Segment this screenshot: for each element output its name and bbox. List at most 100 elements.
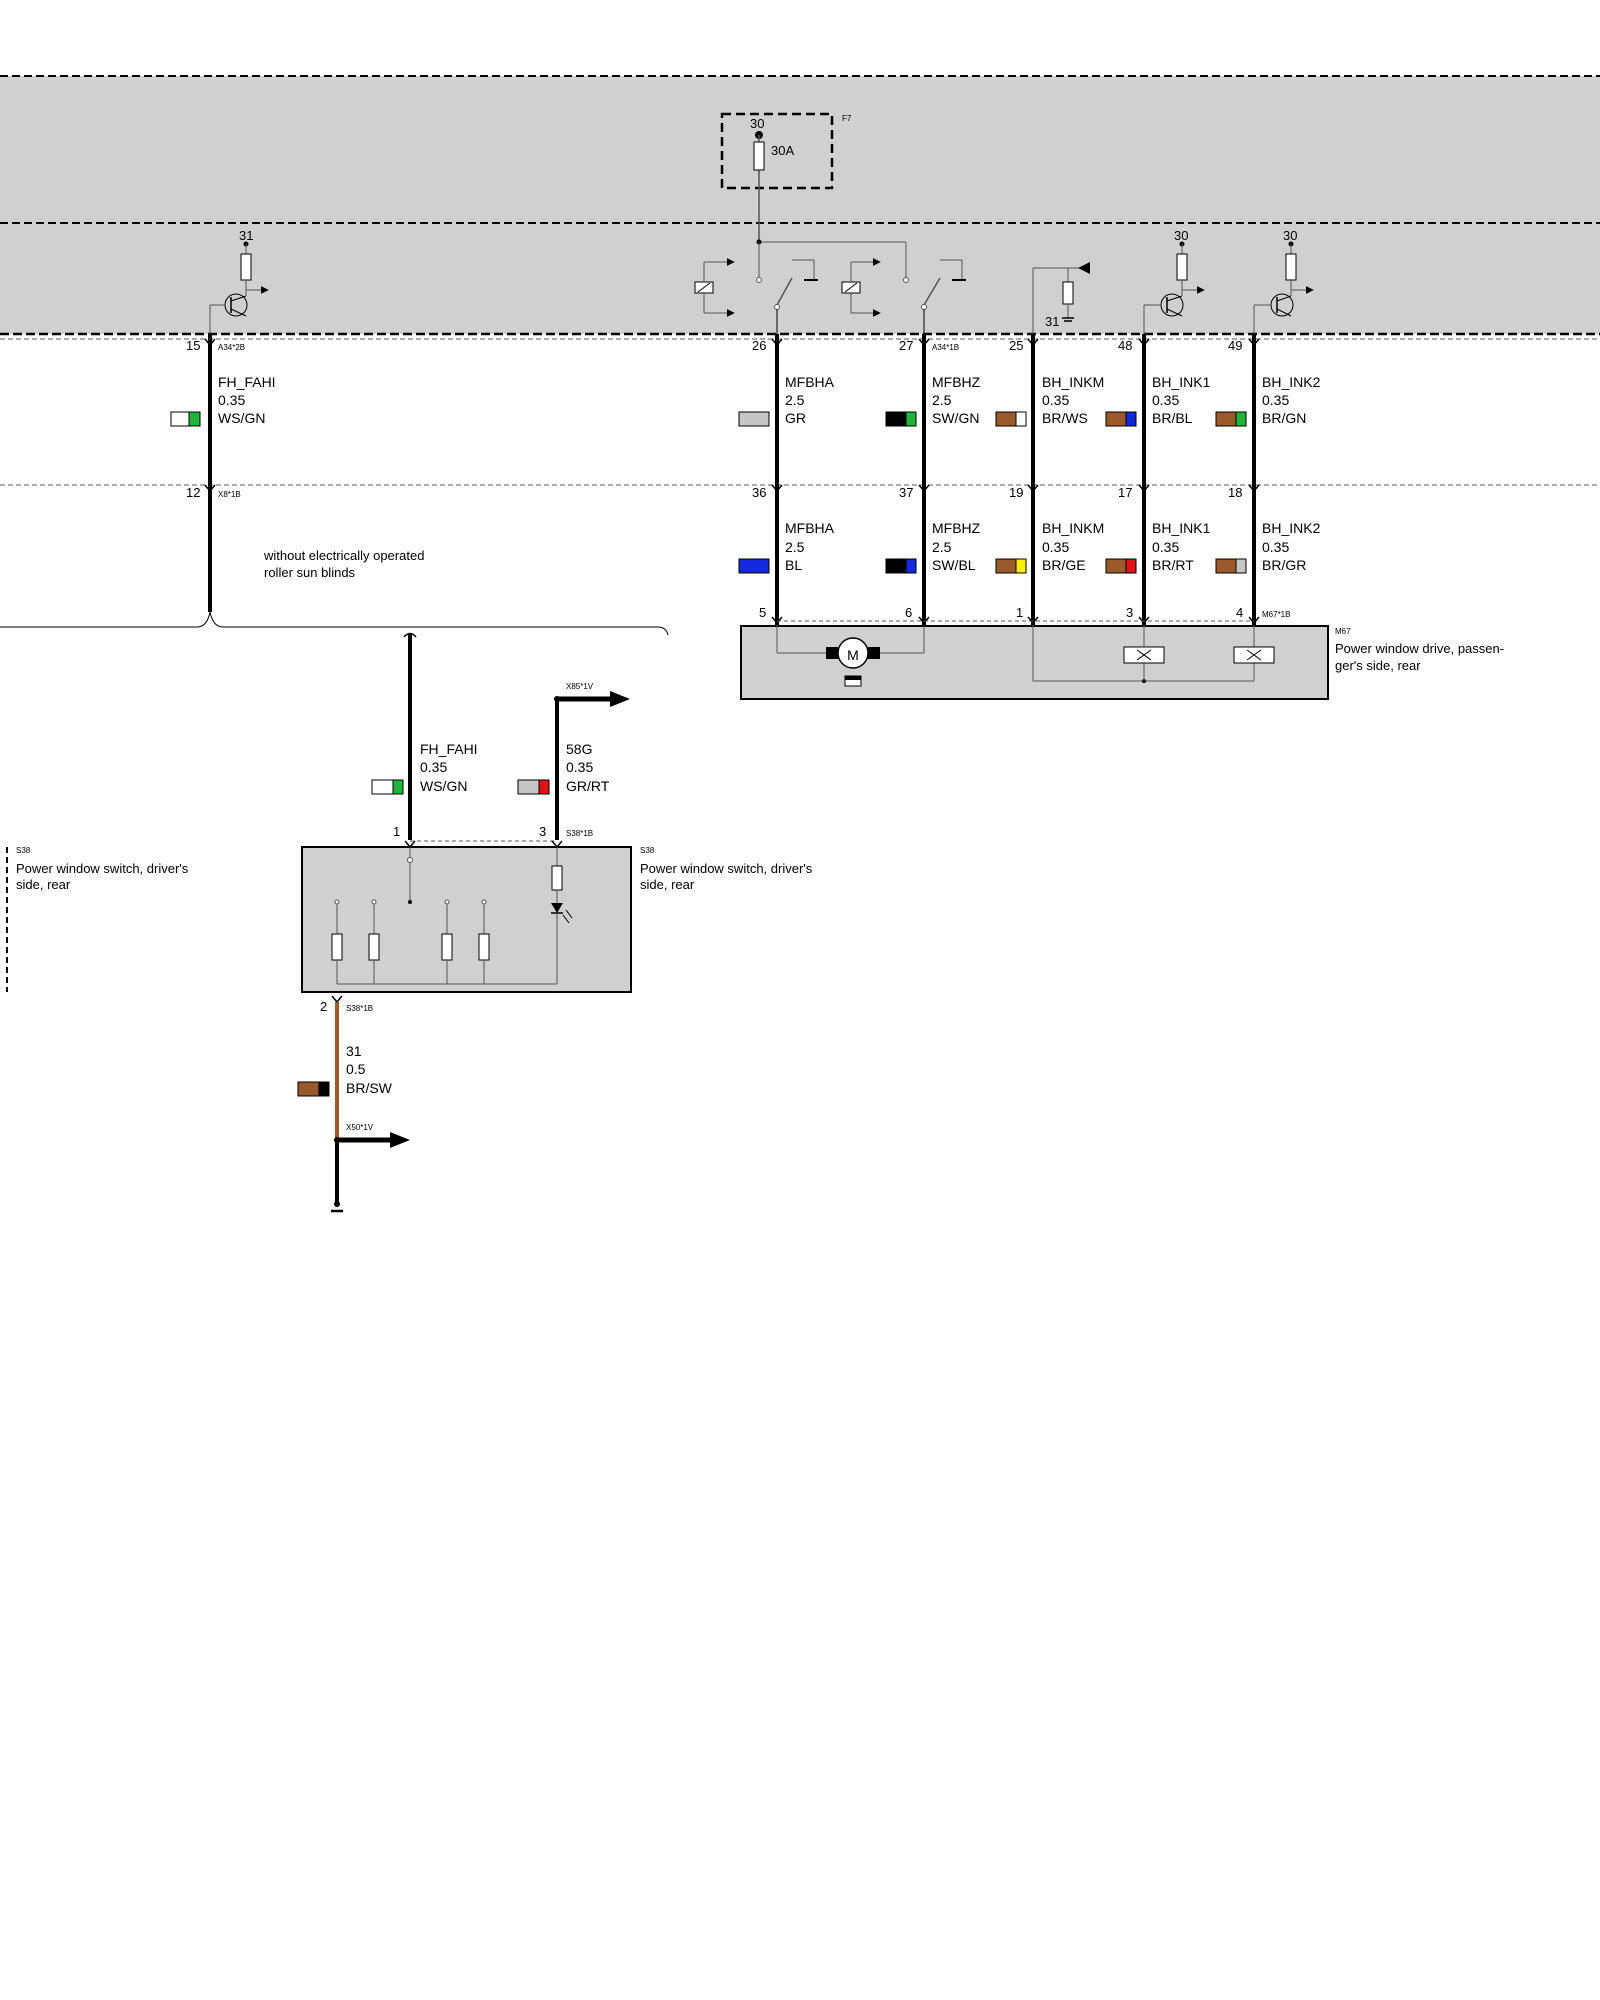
wire-color: BR/GE bbox=[1042, 557, 1086, 573]
pin-label: 15 bbox=[186, 338, 200, 353]
color-swatch-stripe bbox=[1235, 558, 1247, 574]
pin-label: 12 bbox=[186, 485, 200, 500]
inkm-resistor bbox=[1062, 281, 1074, 305]
x50-connector-label: X50*1V bbox=[346, 1123, 374, 1132]
wire-color: BR/GR bbox=[1262, 557, 1306, 573]
wire-name: BH_INK1 bbox=[1152, 520, 1211, 536]
supply-label-b: 30 bbox=[1283, 228, 1297, 243]
pin-label: 37 bbox=[899, 485, 913, 500]
color-swatch-primary bbox=[170, 411, 190, 427]
relay2-coil-mark bbox=[844, 282, 858, 293]
pin-marks bbox=[204, 338, 1260, 625]
ink1-emitter bbox=[1166, 308, 1183, 317]
motor-pin-3: 3 bbox=[1126, 605, 1133, 620]
color-swatch-primary bbox=[1105, 558, 1127, 574]
color-swatch-primary bbox=[1215, 411, 1237, 427]
ink2-transistor bbox=[1270, 293, 1294, 317]
ink2-collector bbox=[1276, 295, 1292, 302]
left-switch-desc-line-2: side, rear bbox=[16, 877, 71, 892]
wire-color: GR/RT bbox=[566, 778, 610, 794]
relay2-nc-contact bbox=[903, 277, 909, 283]
transistor-emitter bbox=[230, 308, 247, 317]
color-swatch-primary bbox=[297, 1081, 320, 1097]
top-wire-bh-ink2: 49 BH_INK2 0.35 BR/GN bbox=[1215, 338, 1321, 427]
switch-s38: 1 3 S38*1B bbox=[301, 824, 813, 993]
wire-name: MFBHZ bbox=[932, 520, 981, 536]
led-ray-1 bbox=[565, 909, 573, 919]
color-swatch-stripe bbox=[1015, 558, 1027, 574]
ground-wire-31: 2 S38*1B 31 0.5 BR/SW X50*1V bbox=[297, 995, 410, 1213]
wire-name: 31 bbox=[346, 1043, 362, 1059]
led-resistor bbox=[551, 865, 563, 891]
top-wire-labels: 15 A34*2B FH_FAHI 0.35 WS/GN 26 MFBHA 2.… bbox=[170, 338, 1321, 427]
motor-symbol-label: M bbox=[847, 647, 859, 663]
pin-label: 17 bbox=[1118, 485, 1132, 500]
relay-2 bbox=[841, 242, 966, 334]
wire-color: BR/RT bbox=[1152, 557, 1194, 573]
switch-pin-3: 3 bbox=[539, 824, 546, 839]
note-line-2: roller sun blinds bbox=[264, 565, 356, 580]
top-wire-bh-inkm: 25 BH_INKM 0.35 BR/WS bbox=[995, 338, 1104, 427]
relay2-switch-arm bbox=[923, 277, 941, 306]
wire-size: 0.35 bbox=[420, 759, 447, 775]
led-diode bbox=[551, 903, 563, 913]
wire-name: BH_INKM bbox=[1042, 374, 1104, 390]
mid-wire-bh-ink1: 17 BH_INK1 0.35 BR/RT bbox=[1105, 485, 1211, 574]
relay2-common bbox=[921, 304, 927, 310]
ink1-resistor bbox=[1176, 253, 1188, 281]
switch-in-contact bbox=[407, 857, 413, 863]
ground-connector-label: S38*1B bbox=[346, 1004, 373, 1013]
pin-label: 19 bbox=[1009, 485, 1023, 500]
connector-label: X8*1B bbox=[218, 490, 241, 499]
wire-size: 0.35 bbox=[1262, 392, 1289, 408]
left-switch-desc-line-1: Power window switch, driver's bbox=[16, 861, 189, 876]
fh-fahi-break-mark bbox=[403, 632, 417, 638]
switch-desc-line-1: Power window switch, driver's bbox=[640, 861, 813, 876]
switch-connector-label: S38*1B bbox=[566, 829, 593, 838]
mid-wire-bh-ink2: 18 BH_INK2 0.35 BR/GR bbox=[1215, 485, 1321, 574]
wire-color: BR/SW bbox=[346, 1080, 393, 1096]
color-swatch-primary bbox=[995, 558, 1017, 574]
wire-size: 0.35 bbox=[1042, 392, 1069, 408]
wire-size: 0.35 bbox=[1152, 392, 1179, 408]
wire-name: FH_FAHI bbox=[218, 374, 276, 390]
wire-size: 2.5 bbox=[932, 392, 952, 408]
wire-size: 0.35 bbox=[1262, 539, 1289, 555]
switch-body bbox=[301, 846, 632, 993]
x85-connector-label: X85*1V bbox=[566, 682, 594, 691]
ground-term-label: 31 bbox=[1045, 314, 1059, 329]
wire-color: WS/GN bbox=[420, 778, 467, 794]
wire-name: BH_INK1 bbox=[1152, 374, 1211, 390]
wire-name: MFBHA bbox=[785, 374, 835, 390]
ground-pin-mark bbox=[331, 995, 343, 1004]
wire-name: BH_INK2 bbox=[1262, 520, 1321, 536]
ink1-transistor bbox=[1160, 293, 1184, 317]
wire-color: BR/GN bbox=[1262, 410, 1306, 426]
hall-sensor-1-x2 bbox=[1136, 649, 1152, 661]
motor-connector-label: M67*1B bbox=[1262, 610, 1290, 619]
wire-size: 0.35 bbox=[1042, 539, 1069, 555]
wire-size: 0.5 bbox=[346, 1061, 366, 1077]
wire-color: SW/BL bbox=[932, 557, 976, 573]
x85-arrow-head bbox=[610, 691, 630, 707]
motor-m67: 5 6 1 3 4 M67*1B M M67 Power window driv… bbox=[740, 605, 1504, 700]
fuse-f7: 30 30A F7 bbox=[720, 112, 852, 242]
color-swatch-primary bbox=[995, 411, 1017, 427]
motor-desc-line-2: ger's side, rear bbox=[1335, 658, 1421, 673]
wire-size: 0.35 bbox=[1152, 539, 1179, 555]
transistor-ink1: 30 bbox=[1143, 228, 1205, 334]
wire-name: MFBHA bbox=[785, 520, 835, 536]
motor-desc-line-1: Power window drive, passen- bbox=[1335, 641, 1504, 656]
fuse-rating-label: 30A bbox=[771, 143, 794, 158]
ink1-collector bbox=[1166, 295, 1183, 302]
relay1-common bbox=[774, 304, 780, 310]
color-swatch-stripe bbox=[538, 779, 550, 795]
color-swatch-stripe bbox=[1125, 411, 1137, 427]
wire-color: SW/GN bbox=[932, 410, 979, 426]
pin-label: 49 bbox=[1228, 338, 1242, 353]
supply-label-a: 30 bbox=[1174, 228, 1188, 243]
vertical-wires bbox=[208, 334, 1256, 625]
transistor-symbol bbox=[224, 293, 248, 317]
fuse-terminal-label: 30 bbox=[750, 116, 764, 131]
